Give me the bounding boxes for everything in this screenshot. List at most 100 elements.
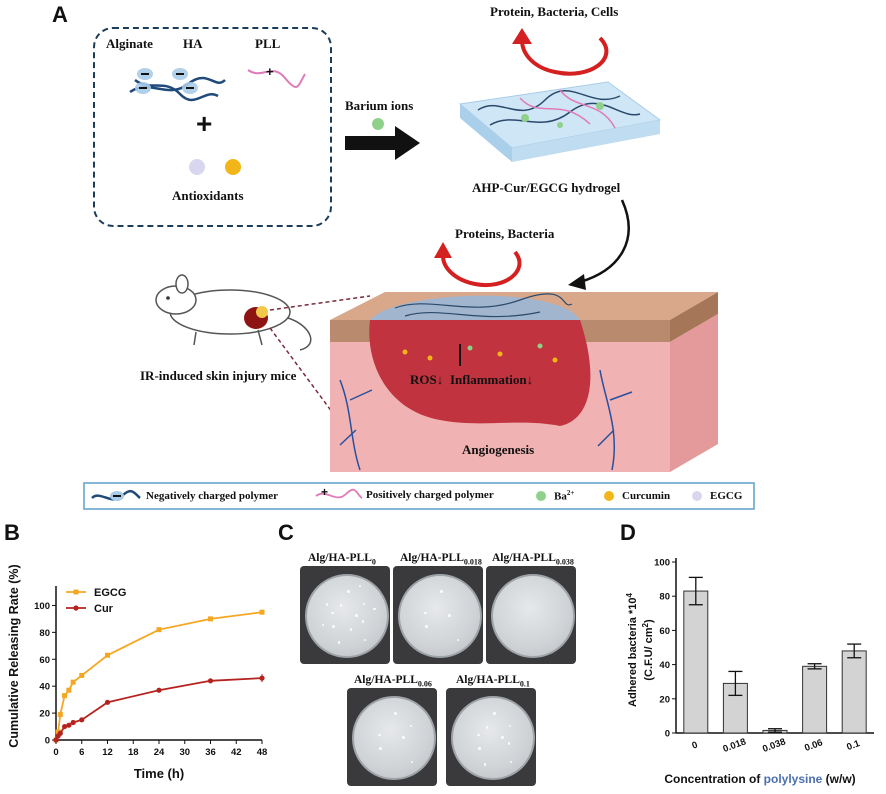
data-point-cur [104,699,111,705]
bacteria-colony [373,607,376,611]
bar-0 [683,590,709,734]
x-tick-label: 30 [179,747,190,758]
bacteria-colony [332,625,335,628]
legend-marker [73,589,79,595]
y-tick-label: 60 [659,626,670,637]
panel-d-letter: D [620,520,636,545]
panel-b-letter: B [4,520,20,545]
bacteria-colony [363,638,367,642]
x-tick-label: 0 [691,740,700,752]
data-point-egcg [62,693,68,699]
y-tick-label: 80 [659,592,670,603]
bacteria-colony [485,726,489,729]
agar-plate-photo [347,688,437,786]
agar-plate-photo [393,566,483,664]
x-axis-title: Concentration of polylysine (w/w) [664,772,855,786]
plate-label: Alg/HA-PLL0 [308,552,376,567]
bacteria-colony [321,623,325,627]
bacteria-colony [394,712,397,715]
panel-c-letter: C [278,520,294,545]
bacteria-colony [483,763,487,766]
x-tick-label: 48 [257,747,268,758]
bacteria-colony [337,641,341,644]
legend-ba-icon [536,491,546,501]
y-tick-label: 100 [654,558,670,569]
bacteria-colony [425,625,428,628]
ros-label: ROS↓ [410,372,444,387]
ha-label: HA [183,36,203,51]
y-tick-label: 20 [39,709,50,720]
data-point-cur [207,678,214,684]
x-tick-label: 0.06 [803,737,824,754]
bacteria-colony [378,733,381,737]
agar-plate-photo [300,566,390,664]
data-point-egcg [105,652,110,658]
data-point-cur [79,717,85,723]
svg-text:+: + [266,64,274,79]
petri-dish [451,696,535,780]
bacteria-colony [349,628,352,631]
data-point-cur [70,719,76,726]
data-point-egcg [66,687,72,693]
bacteria-colony [361,620,365,623]
x-tick-label: 0.038 [761,736,787,754]
plate-label: Alg/HA-PLL0.1 [456,674,530,689]
plate-label: Alg/HA-PLL0.038 [492,552,574,567]
petri-dish [398,574,482,658]
data-point-cur [57,730,63,736]
legend-pos-polymer-label: Positively charged polymer [366,489,494,501]
y-tick-label: 100 [34,601,50,612]
legend-box [83,482,755,510]
y-axis-title: Cumulative Releasing Rate (%) [7,564,21,747]
x-tick-label: 0.018 [721,736,747,754]
bacteria-colony [402,736,405,739]
bacteria-colony [477,733,480,737]
bacteria-colony [379,747,382,750]
hydrogel-to-wound-arrow-icon [579,199,630,284]
y-tick-label: 80 [39,628,50,639]
components-box [93,27,332,227]
x-tick-label: 6 [79,747,84,758]
x-tick-label: 36 [205,747,216,758]
data-point-egcg [79,672,85,678]
data-point-egcg [259,609,265,615]
bacteria-colony [410,760,414,764]
x-tick-label: 12 [102,747,113,758]
agar-plate-photo [446,688,536,786]
legend-pos-polymer-icon [315,488,363,499]
legend-label-cur: Cur [94,603,114,615]
process-arrow-icon [345,126,420,160]
panel-a-letter: A [52,2,68,27]
data-point-cur [61,723,68,730]
legend-egcg-label: EGCG [710,490,743,502]
x-axis-title: Time (h) [134,766,184,781]
pll-label: PLL [255,36,281,51]
bacteria-colony [440,590,443,593]
bacteria-colony [501,736,504,739]
pll-polymer-icon [247,69,306,88]
x-tick-label: 42 [231,747,242,758]
bacteria-colony [331,611,334,615]
y-tick-label: 0 [45,736,50,747]
bacteria-colony [362,602,366,606]
data-point-egcg [156,627,162,633]
x-tick-label: 24 [154,747,165,758]
bacteria-colony [508,724,512,728]
agar-plate-photo [486,566,576,664]
bacteria-colony [347,590,350,593]
bacteria-colony [493,712,496,715]
bar-0.1 [841,650,867,734]
skin-wound-illustration-icon [330,292,718,472]
bar-0.06 [802,665,828,734]
barium-label: Barium ions [345,98,414,113]
legend-neg-polymer-label: Negatively charged polymer [146,490,278,502]
wound-red-arrow-icon [441,250,522,288]
bacteria-colony [456,638,460,642]
bacteria-colony [358,584,362,588]
petri-dish [352,696,436,780]
wound-arrow-label: Proteins, Bacteria [455,226,555,241]
legend-curcumin-icon [604,491,614,501]
y-tick-label: 20 [659,694,670,705]
